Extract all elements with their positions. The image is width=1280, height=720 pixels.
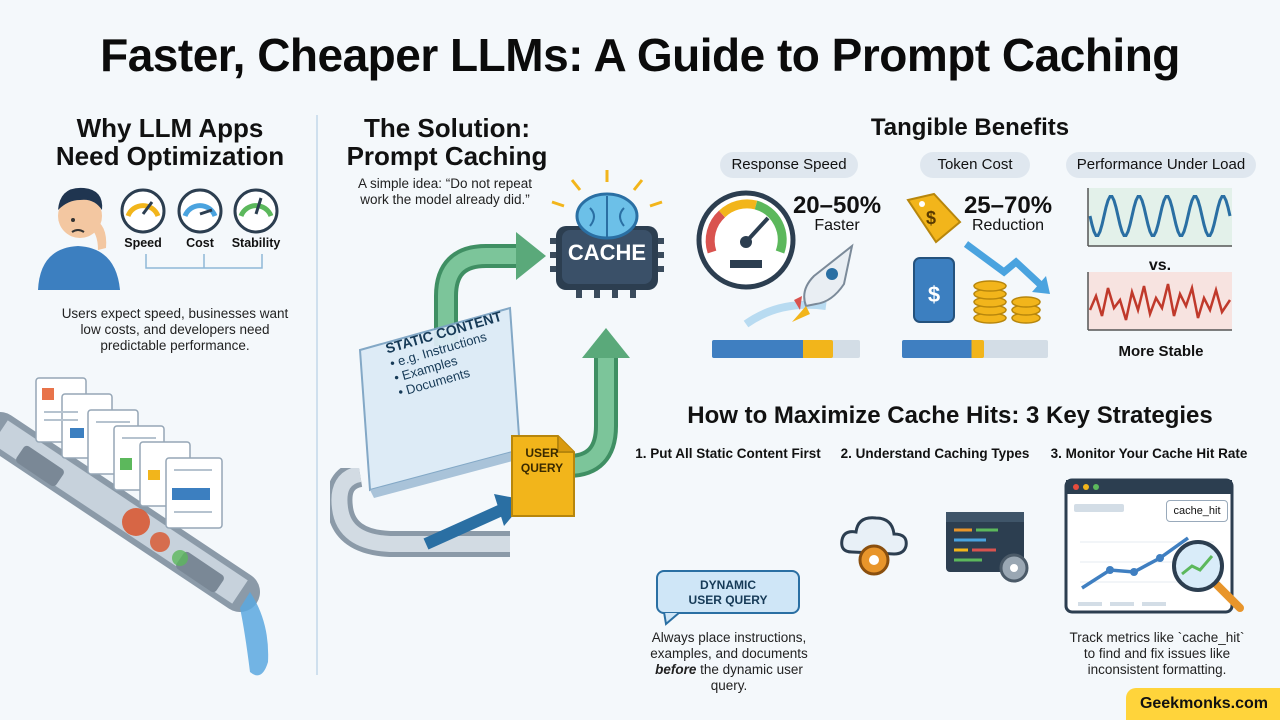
speedometer-icon — [696, 190, 796, 290]
s1-desc-line3-rest: the dynamic user — [696, 662, 803, 677]
dynamic-user-query-bubble: DYNAMIC USER QUERY — [656, 570, 800, 614]
left-desc-line3: predictable performance. — [100, 338, 250, 353]
stable-wave-chart — [1087, 188, 1232, 247]
user-query-label: USER QUERY — [512, 446, 572, 476]
pill-performance: Performance Under Load — [1066, 152, 1256, 178]
cache-label: CACHE — [567, 240, 647, 265]
leaking-pipe-illustration — [0, 377, 269, 676]
benefits-heading: Tangible Benefits — [870, 114, 1070, 141]
strategies-heading: How to Maximize Cache Hits: 3 Key Strate… — [687, 402, 1213, 429]
middle-tagline: A simple idea: “Do not repeat work the m… — [330, 176, 560, 208]
cost-reduction-illustration — [913, 241, 1050, 324]
column-divider — [316, 115, 318, 675]
s3-desc-line1: Track metrics like `cache_hit` — [1069, 630, 1245, 645]
gauge-label-speed: Speed — [124, 236, 162, 250]
left-heading-line1: Why LLM Apps — [76, 113, 264, 143]
left-heading: Why LLM Apps Need Optimization — [40, 114, 300, 170]
cost-bar-track — [902, 340, 1048, 358]
speed-value: 20–50% — [792, 192, 882, 219]
stressed-user-illustration — [38, 187, 120, 290]
price-tag-icon — [906, 192, 962, 244]
middle-heading-line1: The Solution: — [363, 113, 531, 143]
middle-tagline-line1: A simple idea: “Do not repeat — [357, 176, 533, 191]
left-desc-line2: low costs, and developers need — [80, 322, 270, 337]
left-heading-line2: Need Optimization — [55, 141, 285, 171]
unstable-wave-chart — [1087, 272, 1232, 331]
user-query-line1: USER — [525, 446, 559, 460]
speed-gauge-icon — [120, 188, 166, 234]
magnifier-icon — [1172, 540, 1244, 612]
s3-desc-line3: inconsistent formatting. — [1087, 662, 1227, 677]
middle-tagline-line2: work the model already did.” — [360, 192, 530, 207]
middle-heading-line2: Prompt Caching — [346, 141, 548, 171]
bubble-line1: DYNAMIC — [700, 578, 756, 592]
strategy-1-label: 1. Put All Static Content First — [635, 446, 821, 461]
brand-badge[interactable]: Geekmonks.com — [1125, 688, 1280, 720]
pill-token-cost: Token Cost — [920, 152, 1030, 178]
cache-hit-chip: cache_hit — [1166, 500, 1228, 522]
performance-caption: More Stable — [1118, 343, 1204, 360]
strategy-3-label: 3. Monitor Your Cache Hit Rate — [1050, 446, 1248, 461]
s1-desc-emphasis: before — [655, 662, 697, 677]
bag-dollar: $ — [927, 282, 941, 307]
left-desc-line1: Users expect speed, businesses want — [61, 306, 289, 321]
stability-gauge-icon — [233, 188, 279, 234]
s3-desc-line2: to find and fix issues like — [1083, 646, 1231, 661]
user-query-line2: QUERY — [520, 461, 564, 475]
cost-bar-fill — [902, 340, 984, 358]
static-content-panel — [358, 306, 524, 498]
cache-chip-illustration — [550, 170, 664, 298]
strategy-2-label: 2. Understand Caching Types — [840, 446, 1030, 461]
vs-label: vs. — [1148, 257, 1172, 274]
page-title: Faster, Cheaper LLMs: A Guide to Prompt … — [100, 29, 1180, 81]
s1-desc-line1: Always place instructions, — [651, 630, 807, 645]
pill-response-speed: Response Speed — [720, 152, 858, 178]
cost-gauge-icon — [177, 188, 223, 234]
price-tag-dollar: $ — [926, 208, 937, 228]
cost-value: 25–70% — [963, 192, 1053, 219]
flow-arrows — [434, 232, 630, 478]
gauge-label-cost: Cost — [186, 236, 214, 250]
s1-desc-line3: before the dynamic user — [634, 662, 824, 678]
strategy-3-description: Track metrics like `cache_hit` to find a… — [1050, 630, 1264, 678]
strategy-1-description: Always place instructions, examples, and… — [634, 630, 824, 694]
gauge-bracket — [145, 254, 263, 269]
code-window-icon — [946, 512, 1029, 583]
speed-bar-fill — [712, 340, 834, 358]
speed-bar-track — [712, 340, 860, 358]
gauge-label-stability: Stability — [231, 236, 281, 250]
bubble-line2: USER QUERY — [688, 593, 768, 607]
middle-heading: The Solution: Prompt Caching — [322, 114, 572, 170]
user-query-document-icon — [511, 435, 575, 517]
s1-desc-line2: examples, and documents — [650, 646, 808, 661]
cloud-gear-icon — [840, 516, 908, 576]
rocket-icon — [743, 243, 854, 328]
bubble-tail — [662, 612, 682, 626]
cost-caption: Reduction — [971, 217, 1045, 234]
left-description: Users expect speed, businesses want low … — [40, 306, 310, 354]
s1-desc-line4: query. — [710, 678, 748, 693]
speed-caption: Faster — [814, 217, 860, 234]
